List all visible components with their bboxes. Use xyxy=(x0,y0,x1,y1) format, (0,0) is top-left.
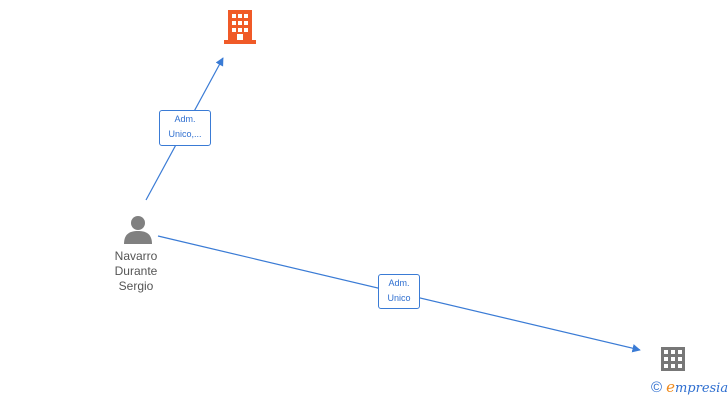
building-icon[interactable] xyxy=(224,10,256,44)
edge-label-line: Unico xyxy=(387,293,411,303)
person-name-line: Durante xyxy=(114,264,158,278)
watermark: © empresia xyxy=(651,378,728,398)
edge-label-line: Adm. xyxy=(388,278,410,288)
edge-label-line: Adm. xyxy=(174,114,196,124)
copyright-symbol: © xyxy=(651,379,663,396)
person-icon[interactable] xyxy=(123,214,153,244)
edge-label-line: Unico,... xyxy=(168,129,202,139)
person-name[interactable]: Navarro Durante Sergio xyxy=(106,249,166,294)
brand-initial: e xyxy=(666,378,675,396)
edge-label-bottom[interactable]: Adm. Unico xyxy=(378,274,420,309)
edge-label-top[interactable]: Adm. Unico,... xyxy=(159,110,211,146)
brand-rest: mpresia xyxy=(674,381,728,396)
person-name-line: Sergio xyxy=(118,279,154,293)
brand-logo: empresia xyxy=(666,378,728,398)
building-icon[interactable] xyxy=(661,347,685,371)
person-name-line: Navarro xyxy=(114,249,158,263)
